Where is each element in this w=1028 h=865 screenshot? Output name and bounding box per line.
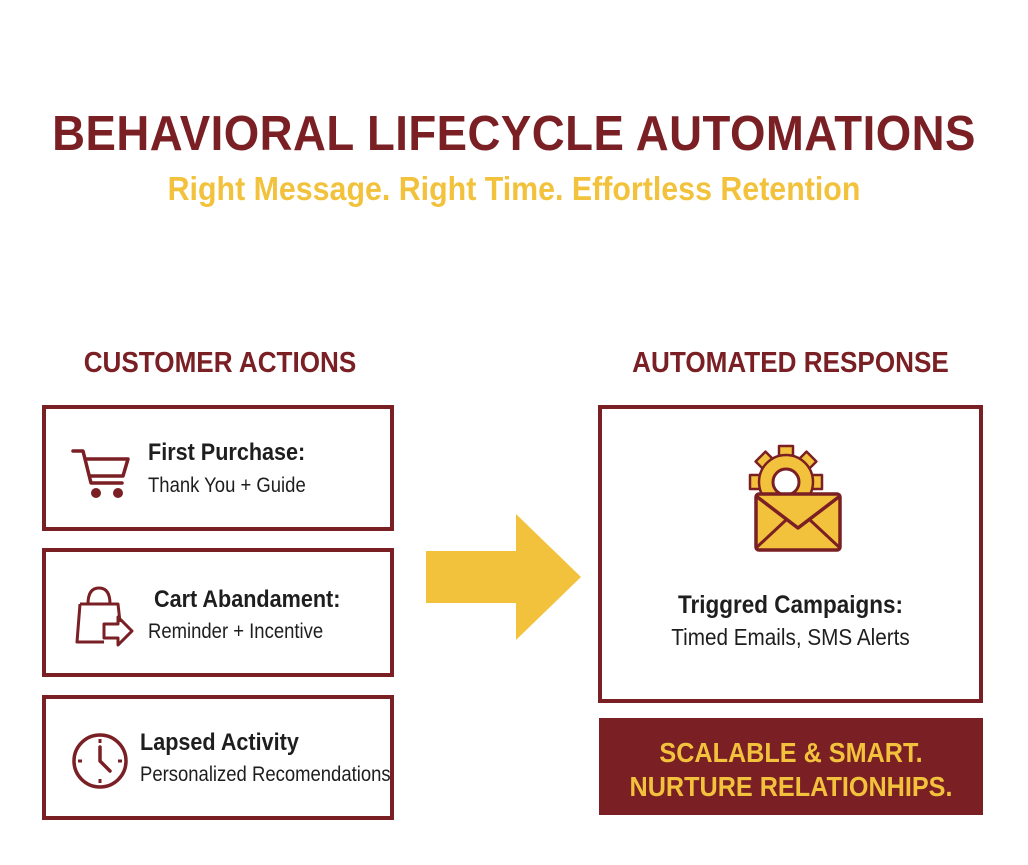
action-description: Reminder + Incentive [148,620,324,643]
shopping-cart-icon [70,445,132,506]
automated-response-heading: AUTOMATED RESPONSE [632,347,949,379]
response-description: Timed Emails, SMS Alerts [671,624,910,650]
clock-icon [70,731,130,796]
page-subtitle: Right Message. Right Time. Effortless Re… [167,170,861,207]
gear-envelope-icon [744,442,844,559]
banner-line-2: NURTURE RELATIONHIPS. [629,771,953,802]
page-title: BEHAVIORAL LIFECYCLE AUTOMATIONS [52,107,976,161]
action-title: Cart Abandament: [154,586,341,613]
action-title: First Purchase: [148,439,306,466]
tagline-banner: SCALABLE & SMART. NURTURE RELATIONHIPS. [599,718,983,815]
action-title: Lapsed Activity [140,729,299,756]
shopping-bag-arrow-icon [74,586,138,653]
customer-actions-heading: CUSTOMER ACTIONS [83,347,357,379]
action-card-first-purchase: First Purchase: Thank You + Guide [42,405,394,531]
response-title: Triggred Campaigns: [677,591,904,619]
action-card-lapsed-activity: Lapsed Activity Personalized Recomendati… [42,695,394,820]
action-description: Thank You + Guide [148,474,306,497]
action-description: Personalized Recomendations [140,763,391,786]
automated-response-card: Triggred Campaigns: Timed Emails, SMS Al… [598,405,983,703]
banner-line-1: SCALABLE & SMART. [659,737,923,768]
action-card-cart-abandonment: Cart Abandament: Reminder + Incentive [42,548,394,677]
right-arrow-icon [424,513,582,646]
